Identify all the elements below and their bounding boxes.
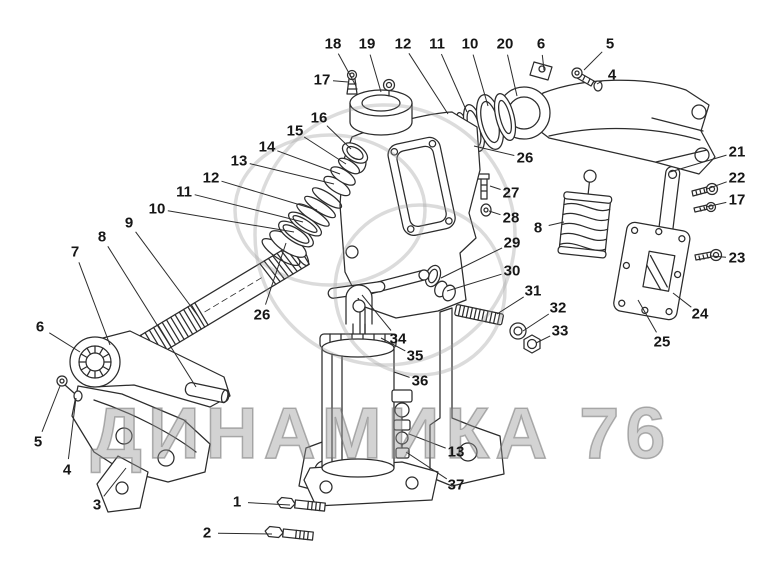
bolt-22 [691,182,719,197]
leader-line-13 [408,433,446,449]
leader-line-27 [489,185,501,190]
watermark-swirl-small [233,133,427,287]
bolt-17-top [346,69,358,95]
lift-arm [497,79,716,175]
leader-line-26 [473,145,515,156]
housing [298,111,505,499]
housing-right-leg [429,307,505,487]
nut-33 [523,334,541,354]
shaft-seal-stack [261,142,369,266]
leader-line-11 [440,53,468,113]
cover-plate [613,221,691,321]
link-bracket-leg [96,455,149,513]
leader-line-37 [405,451,448,480]
link-pin-8 [184,382,230,404]
spring-assembly [557,169,613,259]
stud-31 [454,304,504,326]
clevis [345,284,373,325]
leader-line-15 [303,136,347,165]
leader-line-13 [249,163,335,185]
leader-line-28 [488,210,501,216]
leader-line-21 [669,154,727,173]
watermark-swirls [233,103,517,377]
leader-line-10 [472,54,489,107]
leader-line-34 [361,294,392,331]
leader-line-30 [446,273,502,292]
leader-line-7 [78,262,111,346]
washer-28 [480,203,492,217]
leader-line-35 [380,337,406,352]
pin-27 [476,173,490,200]
bolt-5-top [571,67,603,92]
leader-line-36 [393,371,410,378]
leader-line-5 [583,51,603,71]
leader-line-31 [496,296,524,315]
bolt-2 [264,525,314,541]
leader-lines [41,51,727,535]
leader-line-4 [596,80,603,85]
washer-32 [509,322,527,340]
watermark-swirl-medium [333,203,507,377]
leader-line-5 [41,385,61,432]
leader-line-32 [522,313,550,332]
leader-line-17 [705,201,727,208]
leader-line-29 [440,247,503,279]
leader-line-9 [135,231,199,317]
leader-line-19 [369,54,382,93]
leader-line-8 [107,246,197,388]
leader-line-33 [535,335,551,344]
top-cap-assembly [346,69,413,136]
leader-line-1 [247,502,291,506]
side-cover-plate [387,136,456,236]
washer-4-left [73,390,83,402]
washer-4-top [593,80,603,92]
leader-line-16 [326,125,352,150]
machine-parts [56,61,723,541]
leader-line-10 [167,210,295,233]
bracket-tab [529,61,553,81]
leader-line-12 [408,53,449,115]
leader-line-11 [194,194,304,223]
valve-fitting-37 [391,389,413,459]
left-boss [69,336,121,388]
leader-line-8 [548,221,565,226]
link-bracket-3 [71,385,211,483]
leader-line-6 [49,332,81,353]
stud-and-washers [424,264,541,354]
leader-line-4 [67,397,77,460]
hydraulic-cylinder [303,269,439,507]
leader-line-20 [507,54,518,97]
leader-line-18 [337,53,357,87]
leader-line-12 [221,180,318,211]
leader-line-17 [332,80,349,83]
leader-line-22 [706,181,727,190]
bolt-1 [276,496,326,512]
watermark-swirl-large [253,103,517,367]
bolt-17-right [693,201,717,213]
leader-line-25 [637,299,657,333]
bolt-23 [694,248,723,262]
leader-line-3 [103,467,127,497]
left-arm-assembly [56,330,231,513]
leader-line-26 [265,242,287,305]
leader-line-24 [672,292,692,308]
leader-line-2 [217,532,273,535]
leader-line-14 [277,150,341,175]
leader-line-6 [541,54,545,71]
leader-line-23 [710,255,727,258]
